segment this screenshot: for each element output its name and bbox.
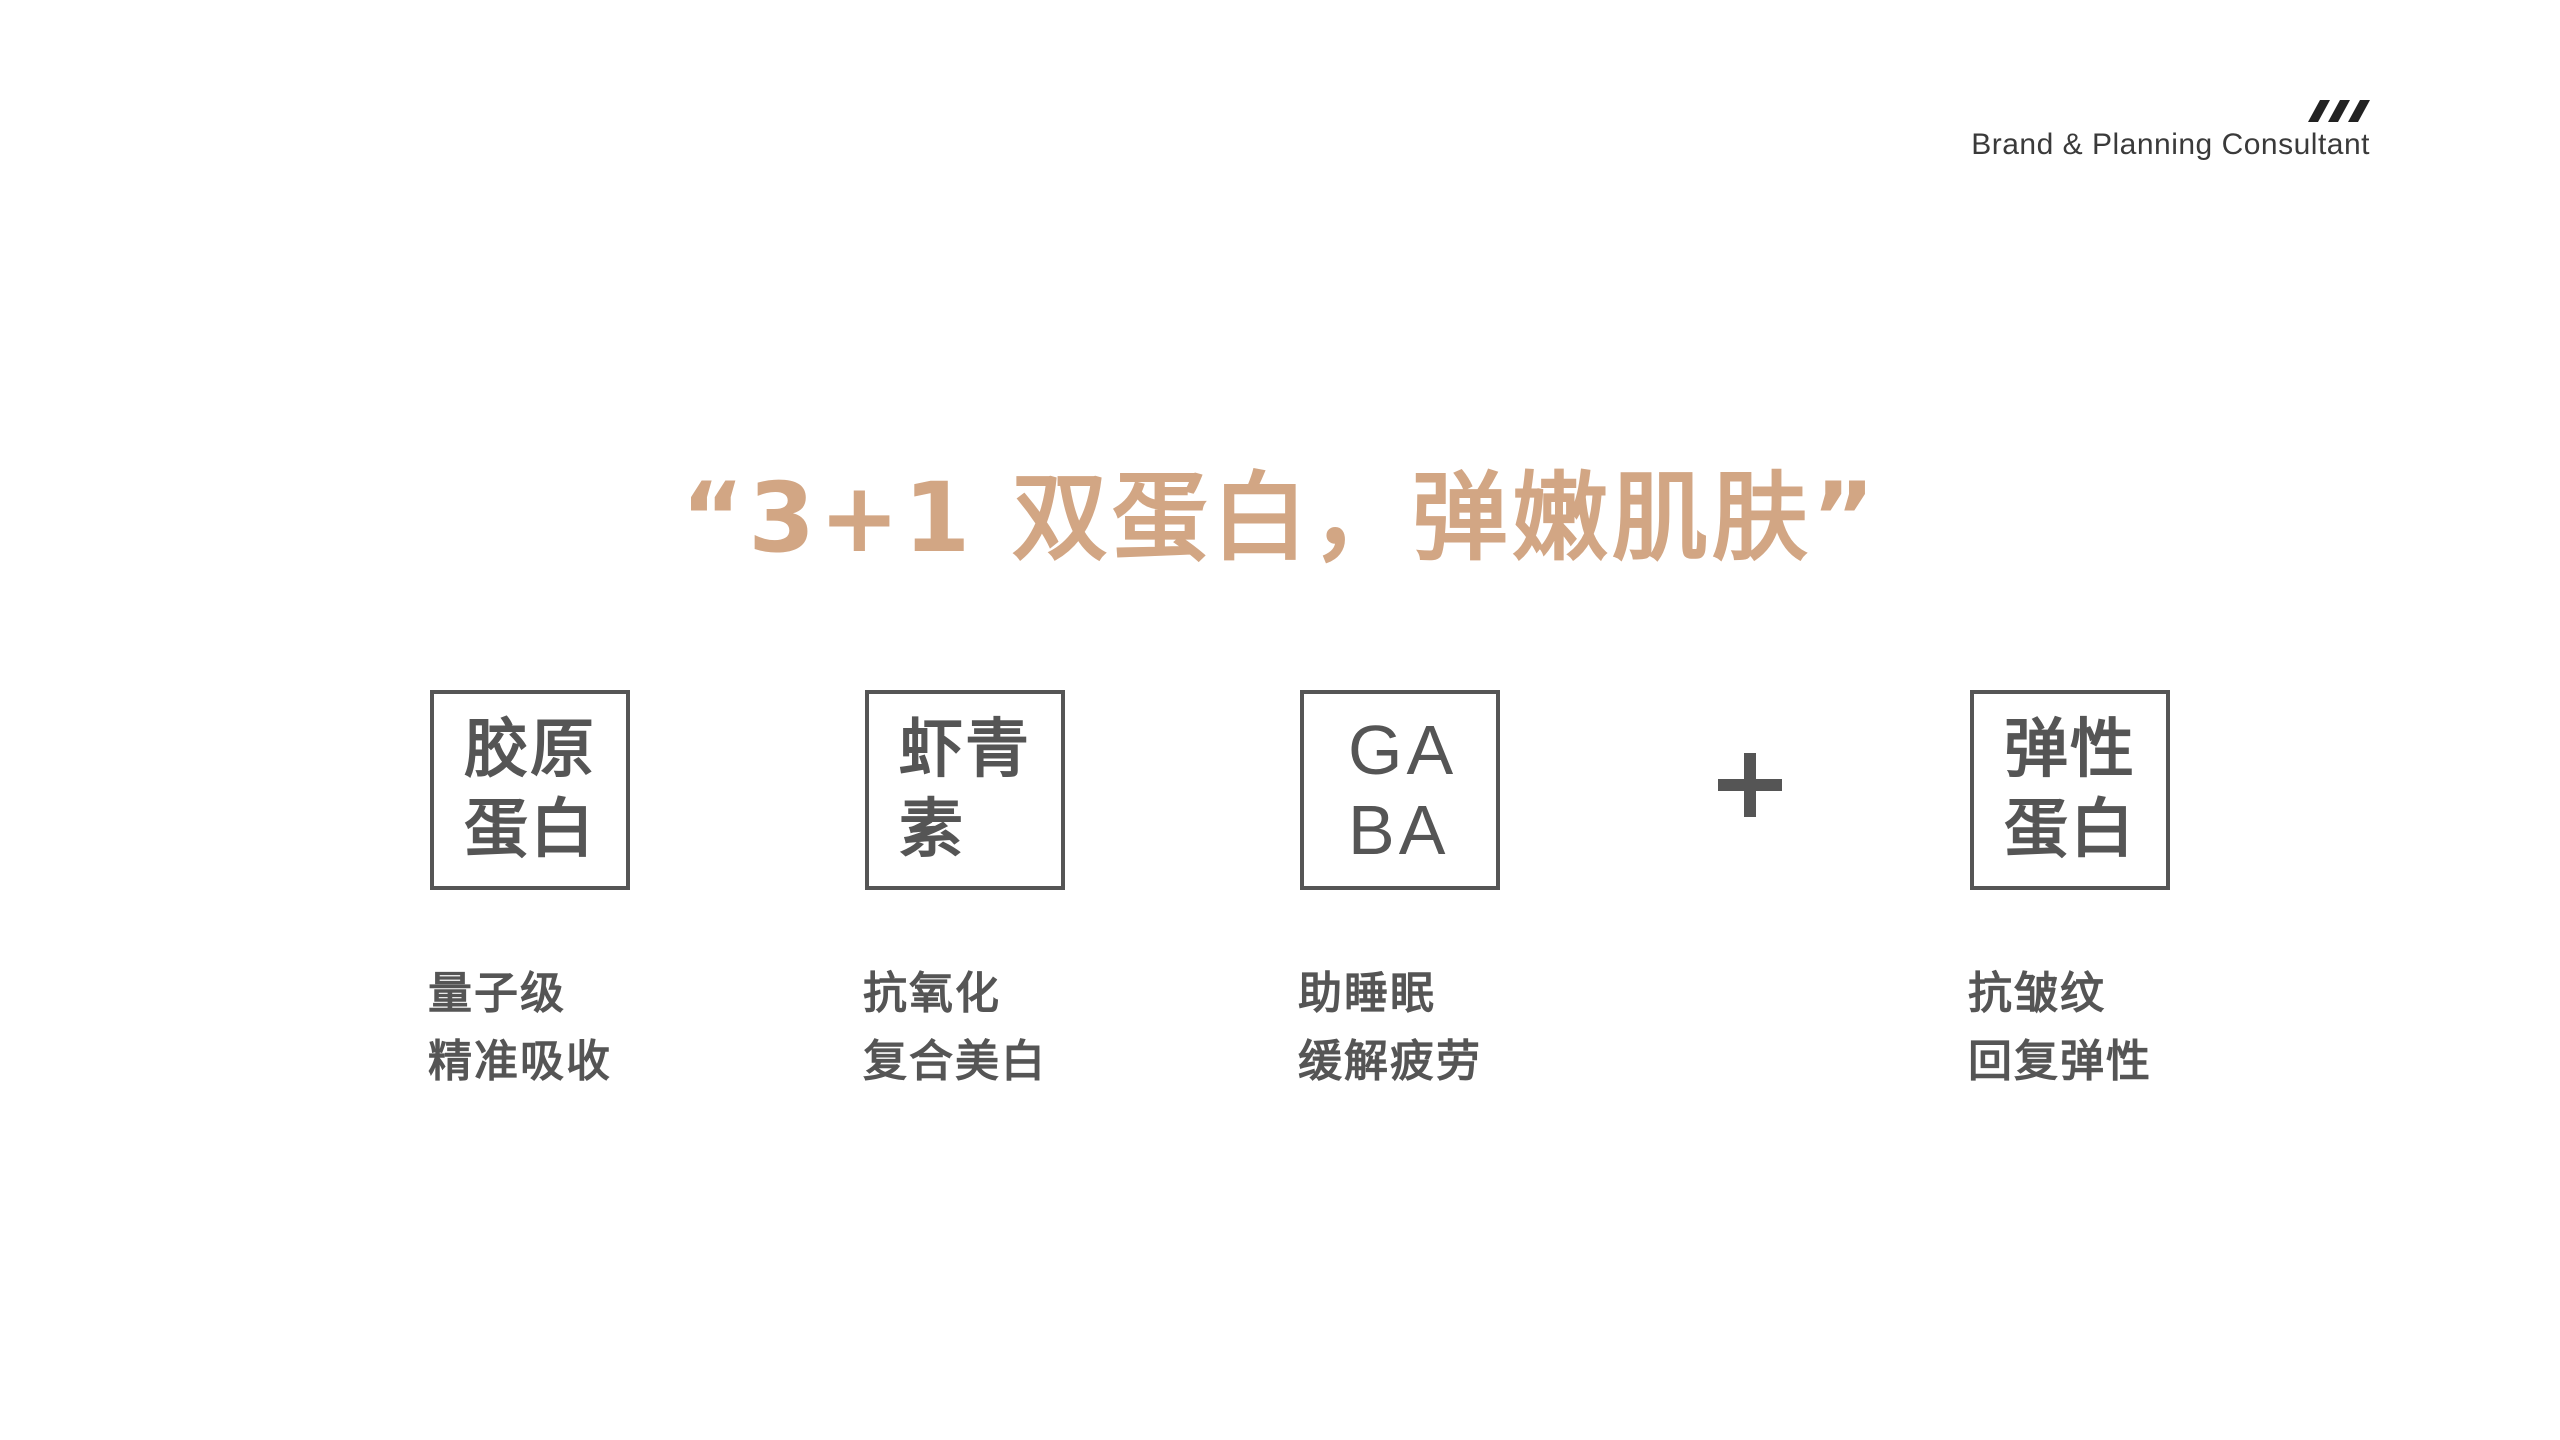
ingredient-box-gaba: GA BA [1300,690,1500,890]
ingredient-desc-line: 量子级 [428,968,566,1019]
brand-tagline: Brand & Planning Consultant [1971,128,2370,161]
ingredient-desc-gaba: 助睡眠 缓解疲劳 [1298,960,1482,1096]
ingredient-desc-collagen: 量子级 精准吸收 [428,960,612,1096]
headline: “3+1 双蛋白，弹嫩肌肤” [681,462,1879,574]
brand-header: Brand & Planning Consultant [1971,100,2370,162]
ingredient-box-line: GA [1348,711,1458,789]
plus-icon [1718,753,1782,817]
ingredient-box-line: 胶原 [464,713,596,787]
ingredient-box-astaxanthin: 虾青 素 [865,690,1065,890]
ingredient-box-collagen: 胶原 蛋白 [430,690,630,890]
ingredient-desc-elastin: 抗皱纹 回复弹性 [1968,960,2152,1096]
ingredient-desc-line: 复合美白 [863,1036,1047,1087]
ingredient-box-line: 蛋白 [2004,793,2136,867]
ingredient-desc-line: 缓解疲劳 [1298,1036,1482,1087]
ingredient-desc-line: 精准吸收 [428,1036,612,1087]
ingredient-box-line: 弹性 [2004,713,2136,787]
ingredient-box-line: BA [1348,791,1450,869]
ingredient-box-line: 虾青 [899,713,1031,787]
ingredient-box-line: 蛋白 [464,793,596,867]
ingredient-desc-line: 回复弹性 [1968,1036,2152,1087]
ingredient-desc-line: 助睡眠 [1298,968,1436,1019]
brand-logo-icon [2308,100,2370,122]
ingredient-box-elastin: 弹性 蛋白 [1970,690,2170,890]
ingredient-desc-line: 抗氧化 [863,968,1001,1019]
ingredient-desc-astaxanthin: 抗氧化 复合美白 [863,960,1047,1096]
ingredient-desc-line: 抗皱纹 [1968,968,2106,1019]
ingredient-box-line: 素 [899,793,965,867]
